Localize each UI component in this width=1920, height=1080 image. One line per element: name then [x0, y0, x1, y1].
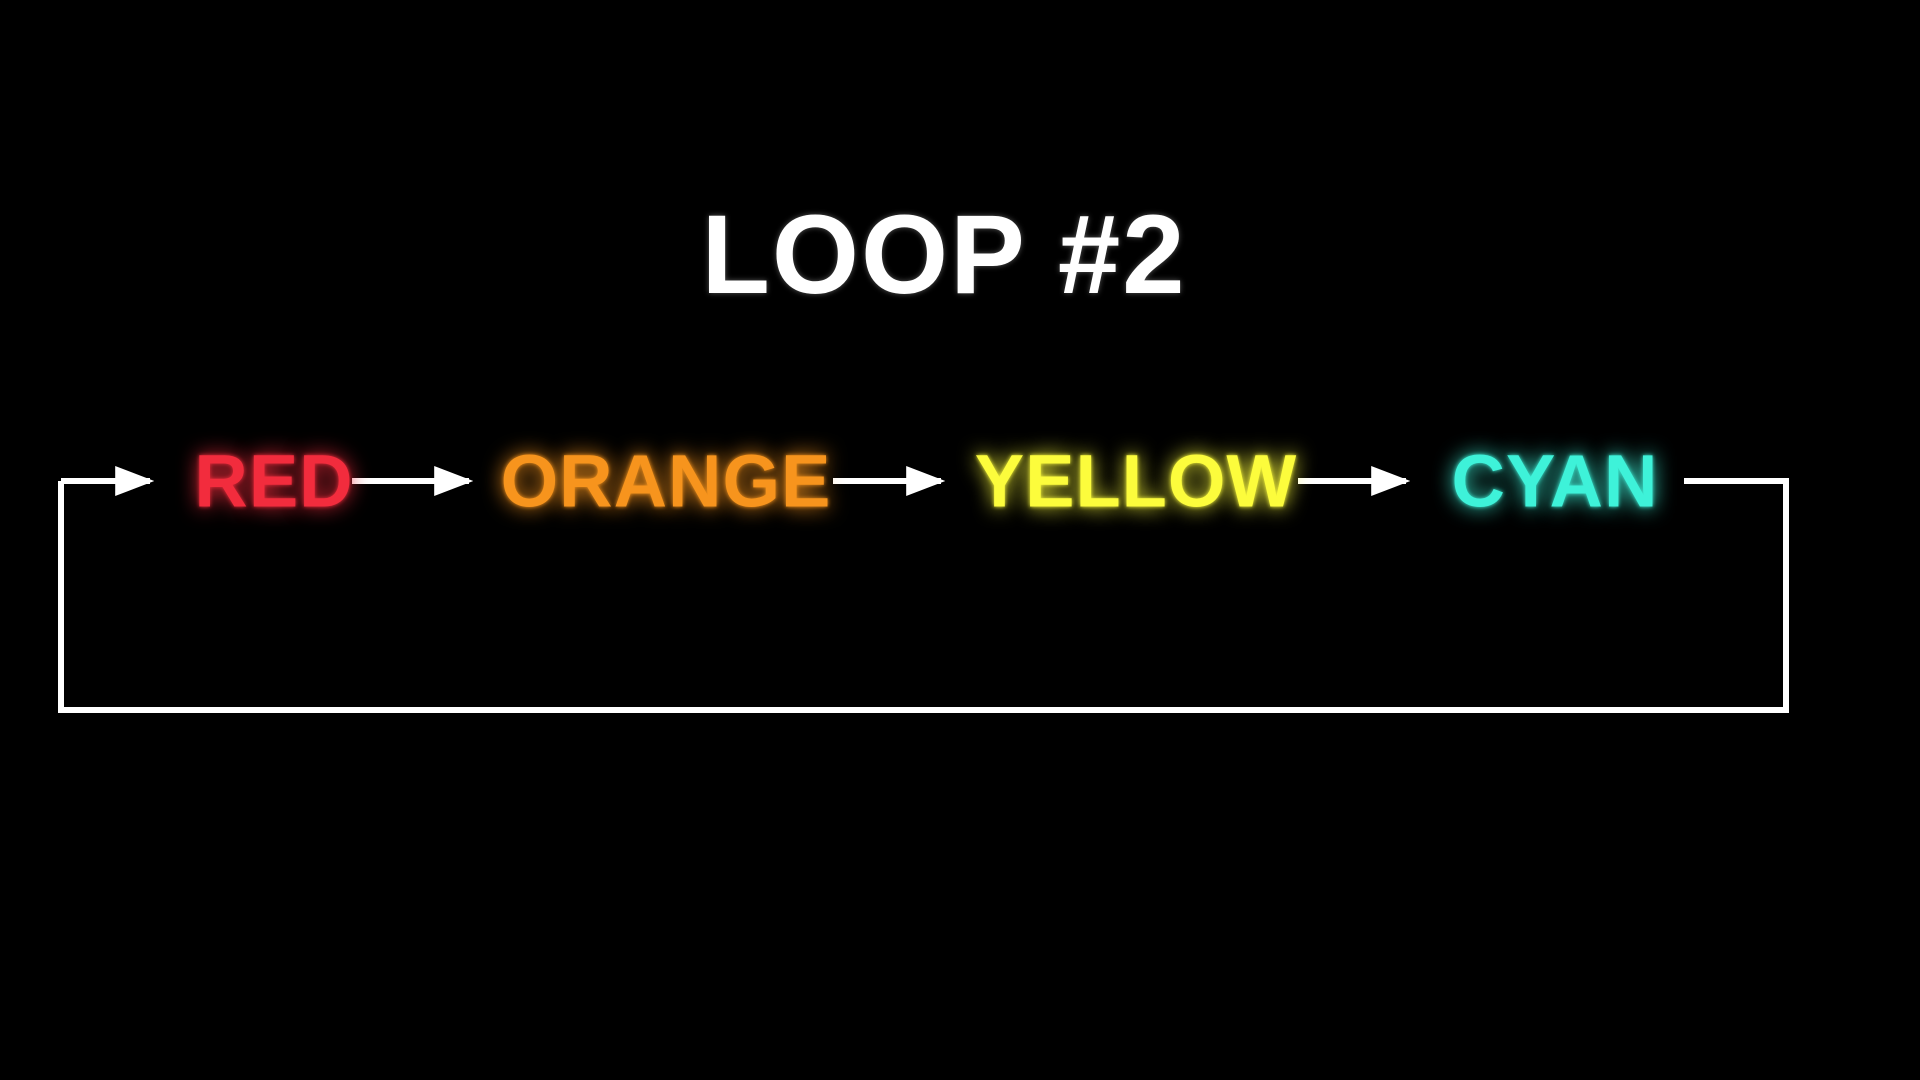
page-title: LOOP #2 [701, 192, 1187, 318]
loop-back-line [58, 478, 1789, 713]
node-label-cyan: CYAN [1451, 439, 1659, 523]
node-label-yellow: YELLOW [974, 439, 1298, 523]
node-label-orange: ORANGE [500, 439, 832, 523]
node-label-red: RED [194, 439, 354, 523]
